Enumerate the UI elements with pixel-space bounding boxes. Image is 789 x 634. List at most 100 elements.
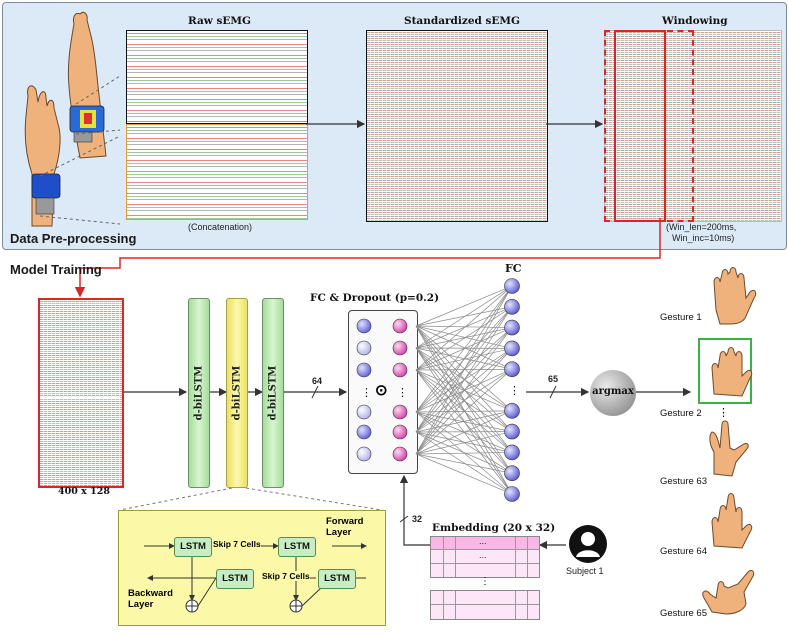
dim-65-label: 65 [548,374,559,384]
input-window-plot [38,298,124,488]
fc-connection [415,285,513,349]
lstm-block-3: d-biLSTM [262,298,284,488]
embedding-gridline [515,591,516,619]
embedding-row-dots: ... [479,550,487,560]
lstm-block-1: d-biLSTM [188,298,210,488]
embedding-gridline [431,549,539,550]
embedding-gridline [527,591,528,619]
hadamard-symbol: ⊙ [375,382,388,399]
subject-label: Subject 1 [566,566,604,576]
fc-connection [415,431,513,474]
hand-gesture-64-icon [711,493,753,549]
fc-connection [415,453,513,495]
forward-layer-label: Layer [326,527,352,538]
embedding-label: Embedding (20 x 32) [432,522,556,534]
skip-label-fwd: Skip 7 Cells [213,539,261,549]
raw-semg-label: Raw sEMG [188,15,251,27]
lstm-cell-fwd-2: LSTM [278,537,316,557]
lstm-block-2-label: d-biLSTM [231,365,243,421]
fc-connection [415,431,513,455]
standardized-semg-label: Standardized sEMG [404,15,521,27]
gesture-2-label: Gesture 2 [660,408,702,419]
hand-gesture-63-icon [709,420,749,477]
input-divider [40,396,120,399]
fc-node [504,278,520,294]
gesture-65-label: Gesture 65 [660,608,707,619]
lstm-cell-fwd-1: LSTM [174,537,212,557]
fc-node [504,423,520,440]
fc-connection [415,431,513,453]
gesture-63-label: Gesture 63 [660,476,707,487]
fc-node [504,319,520,336]
fc-node [504,403,520,419]
lstm-cell-bwd-1: LSTM [216,569,254,589]
backward-layer-label: Layer [128,599,154,610]
embedding-row-selected [431,537,539,549]
window-param-len: (Win_len=200ms, [666,222,737,232]
fc-node [504,465,520,481]
fc-connection [415,285,513,371]
embedding-matrix-top: ... ... [430,536,540,578]
window-param-inc: Win_inc=10ms) [672,233,735,243]
fc-dropout-box [348,310,418,474]
backward-label: Backward [128,588,173,599]
gesture-64-label: Gesture 64 [660,546,707,557]
fc-dropout-nodes: ⋮ ⋮ [356,318,408,462]
lstm-block-1-label: d-biLSTM [193,365,205,421]
fc-connection [415,306,513,455]
lstm-block-2: d-biLSTM [226,298,248,488]
embedding-matrix-bottom [430,590,540,620]
skip-label-bwd: Skip 7 Cells [262,571,310,581]
embedding-gridline [443,591,444,619]
fc-connection [415,368,513,433]
argmax-node [590,370,636,416]
fc-connection [415,306,513,371]
subject-avatar-icon [569,525,607,563]
fc-label: FC [505,262,522,275]
svg-text:⋮: ⋮ [361,386,372,399]
window-active [614,30,666,222]
embedding-gridline [455,537,456,577]
embedding-gridline [515,537,516,577]
windowing-label: Windowing [662,15,728,27]
lstm-block-3-label: d-biLSTM [267,365,279,421]
fc-connection [415,285,513,413]
dim-32-label: 32 [412,514,423,524]
gesture-vdots: ⋮ [718,407,729,419]
fc-connection [415,285,513,327]
fc-connection [415,410,513,455]
concatenation-label: (Concatenation) [188,222,253,232]
upper-arm-icon [67,11,107,159]
lower-arm-icon [24,85,61,227]
raw-semg-plot-upper [126,30,308,124]
standardized-semg-plot [366,30,548,222]
fc-connection [415,452,513,455]
fc-connection [415,285,513,433]
gesture-hands [702,267,757,615]
fc-node [504,298,520,315]
fc-connection [415,285,513,455]
fc-connection [415,327,513,455]
dim-64-label: 64 [312,376,323,386]
svg-text:⋮: ⋮ [397,386,408,399]
embedding-gridline [443,537,444,577]
fc-connection [415,348,513,455]
embedding-gridline [431,604,539,605]
fc-node-ellipsis: ⋮ [509,384,520,397]
hand-gesture-2-icon [711,347,753,397]
hand-gesture-1-icon [713,267,757,325]
embedding-gridline [527,537,528,577]
fc-connection [415,431,513,495]
fc-connection [415,411,513,432]
embedding-row-dots: ... [479,536,487,546]
embedding-gridline [431,563,539,564]
arm-illustration [24,11,121,227]
argmax-label: argmax [592,386,634,397]
embedding-vdots: ⋮ [480,576,490,587]
gesture-1-label: Gesture 1 [660,312,702,323]
fc-connection [415,348,513,433]
fc-node [504,361,520,377]
fc-layer-connections: ⋮ [415,278,520,502]
fc-connection [415,453,513,474]
